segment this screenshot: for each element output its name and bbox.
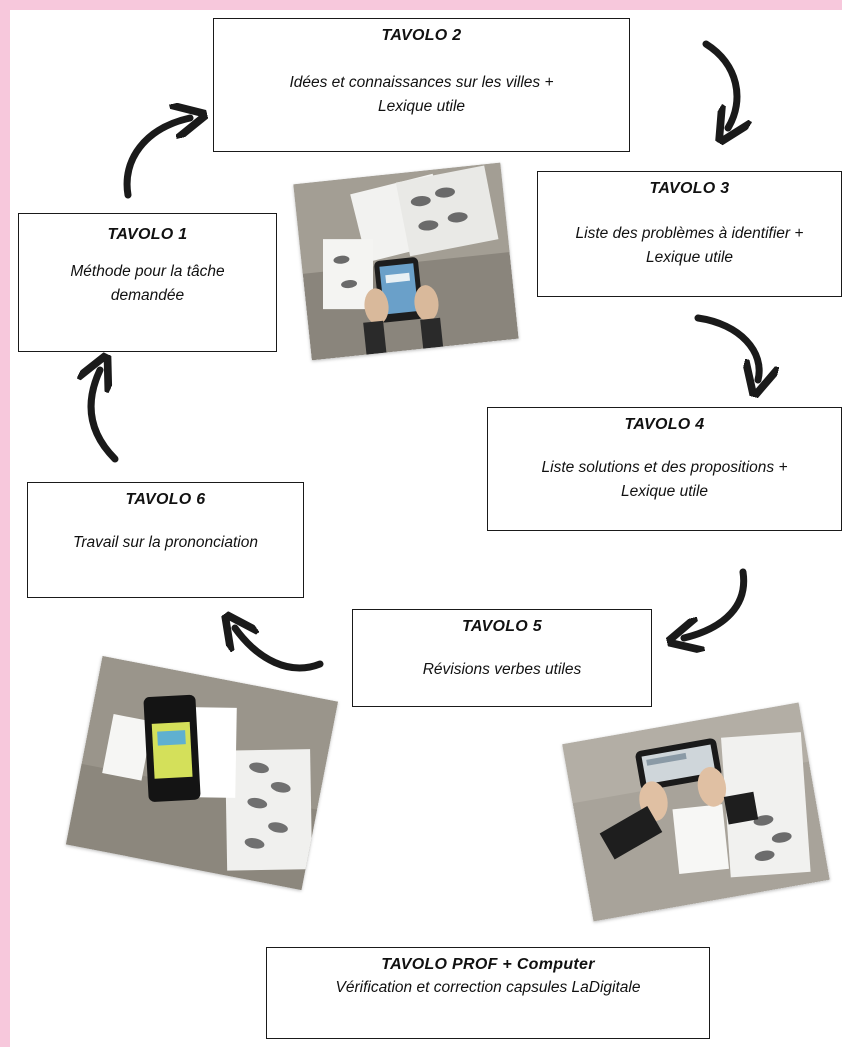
classroom-photo: [293, 162, 519, 361]
table-1-box: TAVOLO 1 Méthode pour la tâche demandée: [18, 213, 277, 352]
table-5-box: TAVOLO 5 Révisions verbes utiles: [352, 609, 652, 707]
table-6-box: TAVOLO 6 Travail sur la prononciation: [27, 482, 304, 598]
table-2-title: TAVOLO 2: [381, 27, 462, 44]
curved-arrow-icon: [123, 118, 190, 199]
curved-arrow-icon: [235, 628, 324, 672]
table-5-desc: Révisions verbes utiles: [422, 661, 582, 678]
curved-arrow-icon: [91, 370, 119, 463]
table-6-title: TAVOLO 6: [125, 491, 206, 508]
table-3-box: TAVOLO 3 Liste des problèmes à identifie…: [537, 171, 842, 297]
table-3-desc: Liste des problèmes à identifier + Lexiq…: [575, 225, 804, 266]
table-4-desc: Liste solutions et des propositions + Le…: [541, 459, 788, 500]
table-1-title: TAVOLO 1: [107, 226, 188, 243]
table-5-title: TAVOLO 5: [461, 618, 543, 635]
classroom-photo: [65, 655, 339, 891]
table-2-box: TAVOLO 2 Idées et connaissances sur les …: [213, 18, 630, 152]
table-2-desc: Idées et connaissances sur les villes + …: [289, 74, 554, 115]
table-6-desc: Travail sur la prononciation: [73, 534, 258, 551]
curved-arrow-icon: [694, 314, 759, 380]
table-4-title: TAVOLO 4: [624, 416, 705, 433]
table-1-desc: Méthode pour la tâche demandée: [70, 263, 225, 304]
curved-arrow-icon: [702, 40, 737, 128]
prof-table-desc: Vérification et correction capsules LaDi…: [335, 979, 641, 996]
curved-arrow-icon: [684, 568, 748, 638]
prof-table-title: TAVOLO PROF + Computer: [381, 956, 595, 973]
prof-table-box: TAVOLO PROF + Computer Vérification et c…: [266, 947, 710, 1039]
table-3-title: TAVOLO 3: [649, 180, 730, 197]
classroom-photo: [562, 702, 830, 922]
table-4-box: TAVOLO 4 Liste solutions et des proposit…: [487, 407, 842, 531]
